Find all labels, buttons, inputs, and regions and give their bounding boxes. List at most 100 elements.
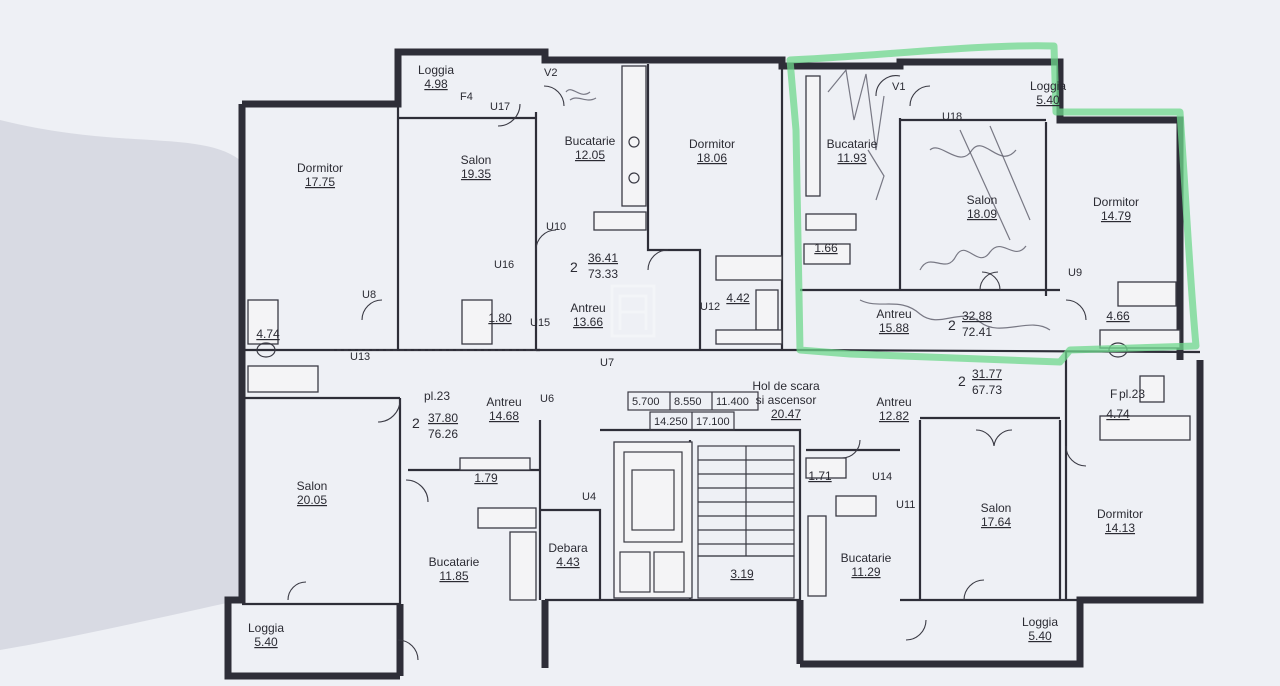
apartment-living-area: 32.88 bbox=[962, 309, 992, 323]
room-labels: Dormitor17.75Salon19.35Bucatarie12.05Dor… bbox=[248, 63, 1143, 649]
apartment-living-area: 37.80 bbox=[428, 411, 458, 425]
room-area: 17.75 bbox=[305, 175, 335, 189]
door-code: F4 bbox=[460, 91, 473, 103]
elevation-cell: 8.550 bbox=[674, 396, 702, 408]
small-area: 1.80 bbox=[488, 311, 512, 325]
apartment-rooms: 2 bbox=[958, 373, 966, 389]
room-area: 20.05 bbox=[297, 493, 327, 507]
room-area: 19.35 bbox=[461, 167, 491, 181]
apartment-total-area: 76.26 bbox=[428, 427, 458, 441]
room-area: 11.93 bbox=[837, 151, 866, 165]
room-area: 11.29 bbox=[851, 565, 880, 579]
room-name: Bucatarie bbox=[841, 551, 892, 565]
door-code: V2 bbox=[544, 67, 557, 79]
door-code: U6 bbox=[540, 393, 554, 405]
room-name: Debara bbox=[548, 541, 588, 555]
apartment-living-area: 36.41 bbox=[588, 251, 618, 265]
elevation-cell: 11.400 bbox=[716, 396, 749, 408]
door-code: U13 bbox=[350, 351, 370, 363]
room-name: Loggia bbox=[1022, 615, 1058, 629]
apartment-summary: 2 36.41 73.33 bbox=[570, 251, 618, 281]
door-code: U4 bbox=[582, 491, 596, 503]
handwritten-scribbles bbox=[565, 68, 1051, 331]
room-area: 12.82 bbox=[879, 409, 909, 423]
door-code: U17 bbox=[490, 101, 510, 113]
door-code: U14 bbox=[872, 471, 892, 483]
room-area: 11.85 bbox=[439, 569, 468, 583]
room-name: Salon bbox=[981, 501, 1012, 515]
door-code: U10 bbox=[546, 221, 566, 233]
pl-label: pl.23 bbox=[424, 389, 450, 403]
doors bbox=[287, 75, 1087, 661]
apartment-total-area: 73.33 bbox=[588, 267, 618, 281]
elevation-cell: 14.250 bbox=[654, 416, 688, 428]
fpl-label: F bbox=[1110, 387, 1117, 401]
room-name: Antreu bbox=[570, 301, 605, 315]
room-area: 5.40 bbox=[1036, 93, 1060, 107]
room-area: 4.43 bbox=[556, 555, 580, 569]
watermark-logo bbox=[610, 284, 656, 338]
room-area: 5.40 bbox=[1028, 629, 1052, 643]
room-area: 14.13 bbox=[1105, 521, 1135, 535]
room-name: Dormitor bbox=[297, 161, 343, 175]
room-name: Salon bbox=[297, 479, 328, 493]
room-area: 18.09 bbox=[967, 207, 997, 221]
room-area: 18.06 bbox=[697, 151, 727, 165]
apartment-highlight-outline bbox=[786, 42, 1200, 366]
room-name: Dormitor bbox=[689, 137, 735, 151]
room-name: Antreu bbox=[876, 307, 911, 321]
elevation-cell: 17.100 bbox=[696, 416, 730, 428]
small-area: 3.19 bbox=[730, 567, 754, 581]
room-name: Loggia bbox=[418, 63, 454, 77]
apartment-summary: 2 31.77 67.73 bbox=[958, 367, 1002, 397]
apartment-rooms: 2 bbox=[570, 259, 578, 275]
apartment-summary: 2 32.88 72.41 bbox=[948, 309, 992, 339]
apartment-rooms: 2 bbox=[412, 415, 420, 431]
room-area: 12.05 bbox=[575, 148, 605, 162]
elevation-cell: 5.700 bbox=[632, 396, 660, 408]
room-area: 20.47 bbox=[771, 407, 801, 421]
room-name: Bucatarie bbox=[429, 555, 480, 569]
door-code: U8 bbox=[362, 289, 376, 301]
paper-shadow bbox=[0, 120, 240, 650]
pl-label: pl.23 bbox=[1119, 387, 1145, 401]
door-code: U18 bbox=[942, 111, 962, 123]
elevation-table: 5.700 8.550 11.400 14.250 17.100 bbox=[627, 391, 759, 431]
room-area: 14.79 bbox=[1101, 209, 1131, 223]
room-area: 15.88 bbox=[879, 321, 909, 335]
room-area: 17.64 bbox=[981, 515, 1011, 529]
door-code: U15 bbox=[530, 317, 550, 329]
door-code-labels: U17U10U8U16U12U15U13U6U7U4U11U14U18U9V1V… bbox=[350, 67, 1082, 511]
door-code: U9 bbox=[1068, 267, 1082, 279]
door-code: V1 bbox=[892, 81, 905, 93]
small-area: 4.74 bbox=[256, 327, 280, 341]
room-name: Dormitor bbox=[1093, 195, 1139, 209]
small-area: 4.66 bbox=[1106, 309, 1130, 323]
small-area: 1.66 bbox=[814, 241, 838, 255]
door-code: U16 bbox=[494, 259, 514, 271]
room-name: si ascensor bbox=[756, 393, 817, 407]
small-area: 1.71 bbox=[808, 469, 832, 483]
apartment-living-area: 31.77 bbox=[972, 367, 1002, 381]
room-area: 5.40 bbox=[254, 635, 278, 649]
room-name: Salon bbox=[461, 153, 492, 167]
room-area: 14.68 bbox=[489, 409, 519, 423]
apartment-total-area: 72.41 bbox=[962, 325, 992, 339]
apartment-summary: pl.23 2 37.80 76.26 bbox=[412, 389, 458, 441]
small-area: 4.42 bbox=[726, 291, 750, 305]
door-code: U12 bbox=[700, 301, 720, 313]
room-name: Dormitor bbox=[1097, 507, 1143, 521]
room-area: 4.98 bbox=[424, 77, 448, 91]
fixtures bbox=[247, 65, 1191, 601]
room-name: Antreu bbox=[486, 395, 521, 409]
stair-and-lift-block bbox=[613, 441, 795, 599]
room-name: Antreu bbox=[876, 395, 911, 409]
small-area: 1.79 bbox=[474, 471, 498, 485]
room-name: Loggia bbox=[1030, 79, 1066, 93]
room-name: Hol de scara bbox=[752, 379, 820, 393]
room-area: 13.66 bbox=[573, 315, 603, 329]
apartment-summaries: 2 36.41 73.33 2 32.88 72.41 2 31.77 67.7… bbox=[412, 251, 1145, 441]
